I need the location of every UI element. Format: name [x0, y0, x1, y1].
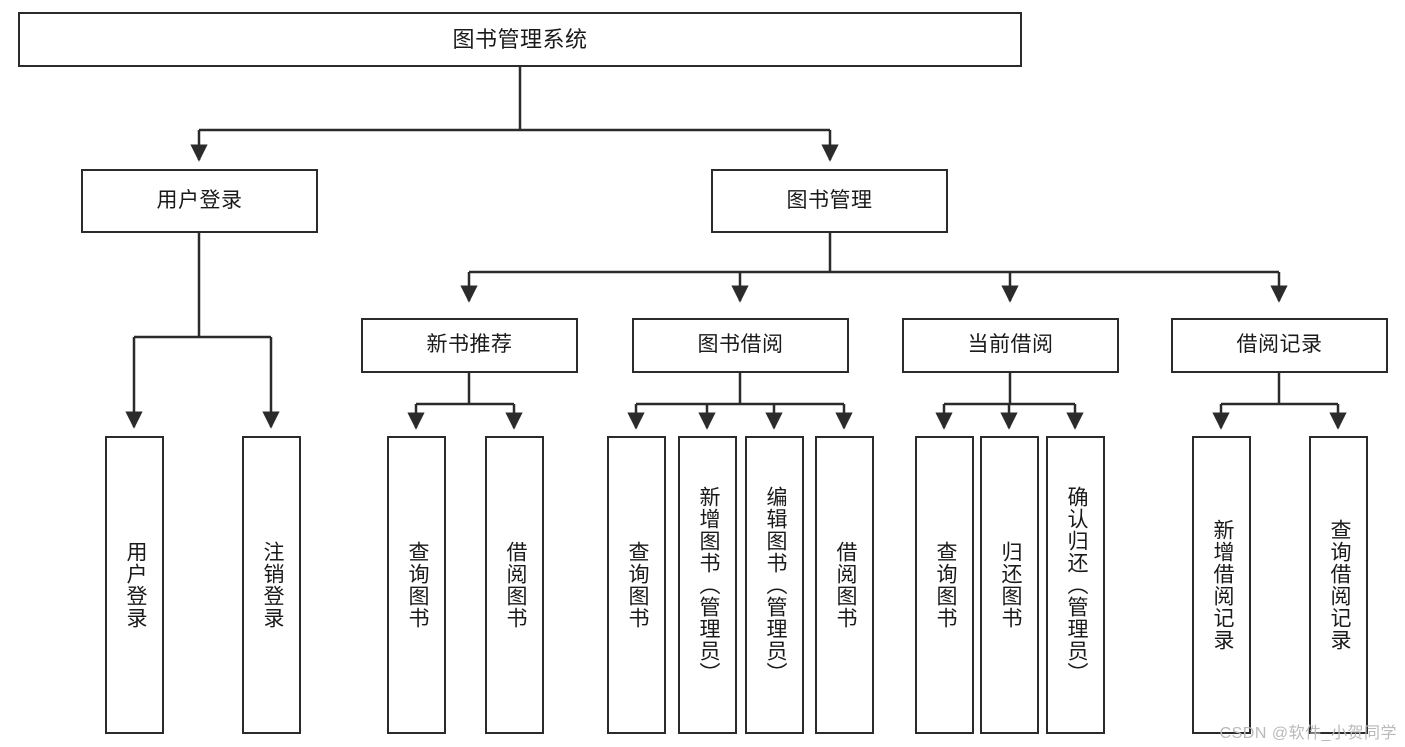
node-label: 图书管理系统 [452, 26, 588, 52]
node-label: 借阅图书 [833, 541, 857, 629]
node-label: 查询图书 [625, 541, 649, 629]
node-label: 用户登录 [156, 188, 243, 212]
leaf-logout[interactable]: 注销登录 [242, 436, 301, 734]
node-label: 查询借阅记录 [1327, 519, 1351, 651]
leaf-nb-borrow-book[interactable]: 借阅图书 [485, 436, 544, 734]
node-label: 新增借阅记录 [1210, 519, 1234, 651]
node-label: 新书推荐 [426, 333, 513, 357]
node-label: 用户登录 [123, 541, 147, 629]
node-label: 查询图书 [933, 541, 957, 629]
node-root-book-management-system[interactable]: 图书管理系统 [18, 12, 1022, 67]
node-label: 注销登录 [260, 541, 284, 629]
node-new-book-recommend[interactable]: 新书推荐 [361, 318, 578, 373]
leaf-cb-query-book[interactable]: 查询图书 [915, 436, 974, 734]
leaf-bb-borrow-book[interactable]: 借阅图书 [815, 436, 874, 734]
node-label: 新增图书（管理员） [696, 486, 720, 684]
node-label: 借阅记录 [1236, 333, 1323, 357]
node-book-borrow[interactable]: 图书借阅 [632, 318, 849, 373]
leaf-user-login[interactable]: 用户登录 [105, 436, 164, 734]
node-label: 查询图书 [405, 541, 429, 629]
node-label: 借阅图书 [503, 541, 527, 629]
node-label: 当前借阅 [967, 333, 1054, 357]
node-label: 确认归还（管理员） [1064, 486, 1088, 684]
leaf-cb-return-book[interactable]: 归还图书 [980, 436, 1039, 734]
node-label: 归还图书 [998, 541, 1022, 629]
node-book-management[interactable]: 图书管理 [711, 169, 948, 233]
leaf-br-add-record[interactable]: 新增借阅记录 [1192, 436, 1251, 734]
node-label: 图书管理 [786, 188, 873, 212]
leaf-cb-confirm-return-admin[interactable]: 确认归还（管理员） [1046, 436, 1105, 734]
leaf-br-query-record[interactable]: 查询借阅记录 [1309, 436, 1368, 734]
node-current-borrow[interactable]: 当前借阅 [902, 318, 1119, 373]
node-label: 编辑图书（管理员） [763, 486, 787, 684]
leaf-bb-add-book-admin[interactable]: 新增图书（管理员） [678, 436, 737, 734]
leaf-nb-query-book[interactable]: 查询图书 [387, 436, 446, 734]
leaf-bb-query-book[interactable]: 查询图书 [607, 436, 666, 734]
node-borrow-record[interactable]: 借阅记录 [1171, 318, 1388, 373]
node-user-login[interactable]: 用户登录 [81, 169, 318, 233]
leaf-bb-edit-book-admin[interactable]: 编辑图书（管理员） [745, 436, 804, 734]
node-label: 图书借阅 [697, 333, 784, 357]
